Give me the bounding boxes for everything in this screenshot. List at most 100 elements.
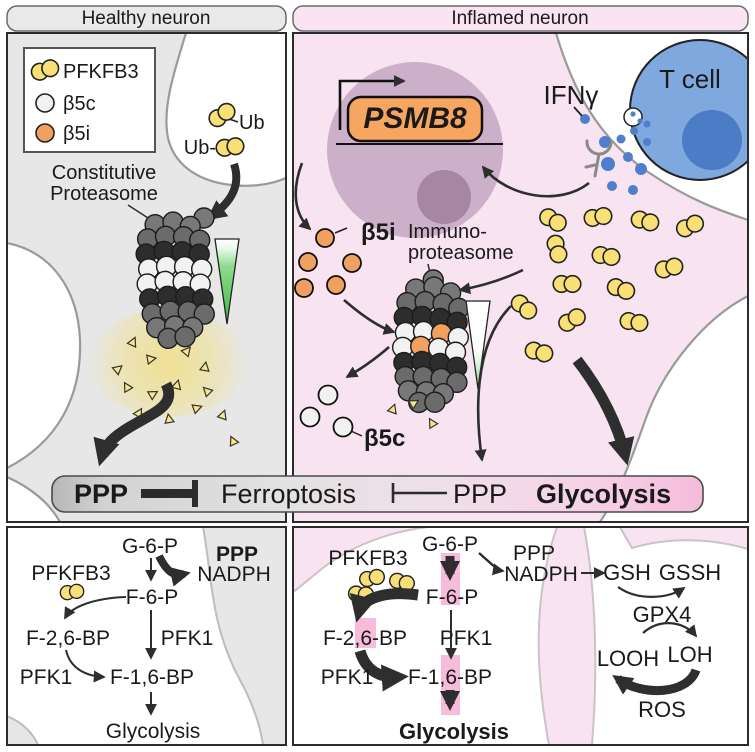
- cell-process: [7, 716, 38, 745]
- glycolysis-label: Glycolysis: [399, 719, 509, 744]
- inflamed-neuron-panel: PSMB8 T cell IFNγ β5i Immuno- proteasome: [293, 33, 748, 522]
- healthy-pathway-panel: G-6-P PPP NADPH PFKFB3 F-6-P F-2,6-BP PF…: [7, 527, 286, 745]
- f26bp-label: F-2,6-BP: [323, 627, 407, 650]
- legend-b5i-label: β5i: [63, 123, 90, 145]
- inflamed-pathway-panel: PFKFB3 G-6-P PPP NADPH F-6-P F-2,6-BP PF…: [293, 527, 748, 745]
- label-connector: [334, 227, 348, 234]
- f6p-to-f26bp-arrow: [64, 596, 127, 620]
- extracellular-space: [600, 296, 748, 522]
- nucleus: [327, 62, 503, 238]
- healthy-panel-border: [6, 32, 287, 523]
- b5c-release-arrow: [345, 346, 390, 379]
- nucleolus: [417, 170, 471, 224]
- psmb8-gene-label: PSMB8: [363, 102, 467, 135]
- ubiquitinated-pfkfb3: Ub Ub-: [184, 99, 265, 159]
- nadph-label: NADPH: [197, 563, 271, 586]
- b5i-label: β5i: [361, 219, 396, 246]
- ppp-label: PPP: [216, 543, 258, 566]
- nadph-label: NADPH: [504, 563, 578, 586]
- extracellular-space: [7, 477, 60, 522]
- ppp-flux-arrow: [93, 381, 175, 467]
- weak-inhibition-bar-icon: [391, 483, 447, 503]
- ros-cycle-thick-arrow: [612, 668, 701, 696]
- g6p-to-ppp-arrow: [155, 554, 191, 587]
- transcription-arrow: [338, 75, 406, 130]
- gsh-label: GSH: [603, 560, 651, 585]
- legend-pfkfb3-label: PFKFB3: [63, 61, 139, 83]
- constitutive-proteasome-icon: [135, 207, 215, 350]
- panel-headers: Healthy neuron Inflamed neuron: [6, 5, 749, 32]
- b5c-label: β5c: [364, 425, 405, 452]
- pool-to-ppp-arrow: [474, 305, 512, 462]
- cell-membrane: [165, 33, 286, 187]
- pfk1-left-label: PFK1: [20, 666, 73, 689]
- gssh-label: GSSH: [659, 560, 721, 585]
- pfk1-right-label: PFK1: [161, 627, 214, 650]
- pfkfb3-label: PFKFB3: [31, 562, 110, 585]
- signal-to-nucleus-arrow: [481, 165, 590, 198]
- immunoproteasome-label-1: Immuno-: [408, 221, 487, 243]
- legend-b5c-label: β5c: [63, 93, 96, 115]
- gsh-to-gssh-arrow: [617, 586, 686, 599]
- immunoproteasome-icon: [391, 269, 470, 414]
- b5c-subunit-icon: [35, 93, 55, 113]
- ifng-molecules: [580, 111, 651, 195]
- healthy-pathway-panel-border: [6, 526, 287, 746]
- banner-glycolysis-label: Glycolysis: [536, 479, 671, 509]
- cell-process: [293, 527, 748, 745]
- f26bp-to-f16bp-thick-arrow: [354, 649, 409, 692]
- pfk1-right-label: PFK1: [440, 627, 493, 650]
- cell-membrane: [7, 475, 61, 522]
- label-connector: [350, 430, 363, 437]
- gpx4-to-loh-arrow: [642, 622, 698, 638]
- immunoproteasome-label-2: proteasome: [408, 242, 514, 264]
- banner-pill: [51, 475, 704, 513]
- banner-ppp-right-label: PPP: [453, 479, 507, 509]
- banner-ppp-left-label: PPP: [74, 479, 128, 509]
- activity-gradient-funnel: [214, 238, 240, 325]
- constitutive-proteasome-label-1: Constitutive: [52, 162, 157, 184]
- g6p-to-ppp-arrow: [478, 552, 505, 576]
- t-cell-nucleus: [682, 110, 742, 170]
- g6p-label: G-6-P: [122, 535, 178, 558]
- label-connector: [573, 106, 583, 117]
- strong-inhibition-bar-icon: [141, 480, 198, 507]
- f6p-label: F-6-P: [126, 586, 179, 609]
- cell-process: [203, 527, 286, 745]
- legend-box: PFKFB3 β5c β5i: [23, 47, 156, 153]
- f26bp-label: F-2,6-BP: [26, 627, 110, 650]
- f16bp-label: F-1,6-BP: [408, 666, 492, 689]
- healthy-header-pill: [6, 5, 287, 32]
- constitutive-proteasome-label-2: Proteasome: [50, 183, 158, 205]
- b5i-subunits: [294, 228, 362, 298]
- activity-gradient-funnel: [465, 300, 491, 390]
- ppp-label: PPP: [513, 542, 555, 565]
- g6p-label: G-6-P: [422, 533, 478, 556]
- f26bp-to-f16bp-arrow: [65, 649, 106, 683]
- ifng-receptor-icon: [584, 139, 613, 178]
- cell-membrane: [202, 527, 264, 745]
- b5c-subunits: [299, 384, 354, 438]
- ub-label-bottom: Ub-: [184, 137, 216, 159]
- nucleus-to-b5i-arrow: [294, 162, 312, 231]
- label-connector: [127, 204, 149, 219]
- pool-to-proteasome-arrow: [458, 268, 524, 295]
- psmb8-gene-box: [346, 95, 484, 143]
- healthy-neuron-panel: PFKFB3 β5c β5i Constitutive Proteasome U…: [7, 33, 286, 522]
- inflamed-panel-border: [292, 32, 749, 523]
- cell-membrane: [7, 715, 39, 745]
- loh-label: LOH: [667, 642, 712, 667]
- f16bp-label: F-1,6-BP: [110, 666, 194, 689]
- ifng-label: IFNγ: [544, 80, 599, 110]
- pool-to-glycolysis-arrow: [572, 356, 635, 466]
- inflamed-pathway-panel-border: [292, 526, 749, 746]
- inflamed-header-pill: [292, 5, 749, 32]
- f6p-to-f26bp-thick-arrow: [349, 588, 419, 623]
- looh-label: LOOH: [597, 646, 659, 671]
- glycolysis-label: Glycolysis: [106, 720, 201, 743]
- inflamed-header-label: Inflamed neuron: [451, 8, 588, 29]
- ub-connector: [228, 118, 239, 123]
- f6p-label: F-6-P: [426, 586, 479, 609]
